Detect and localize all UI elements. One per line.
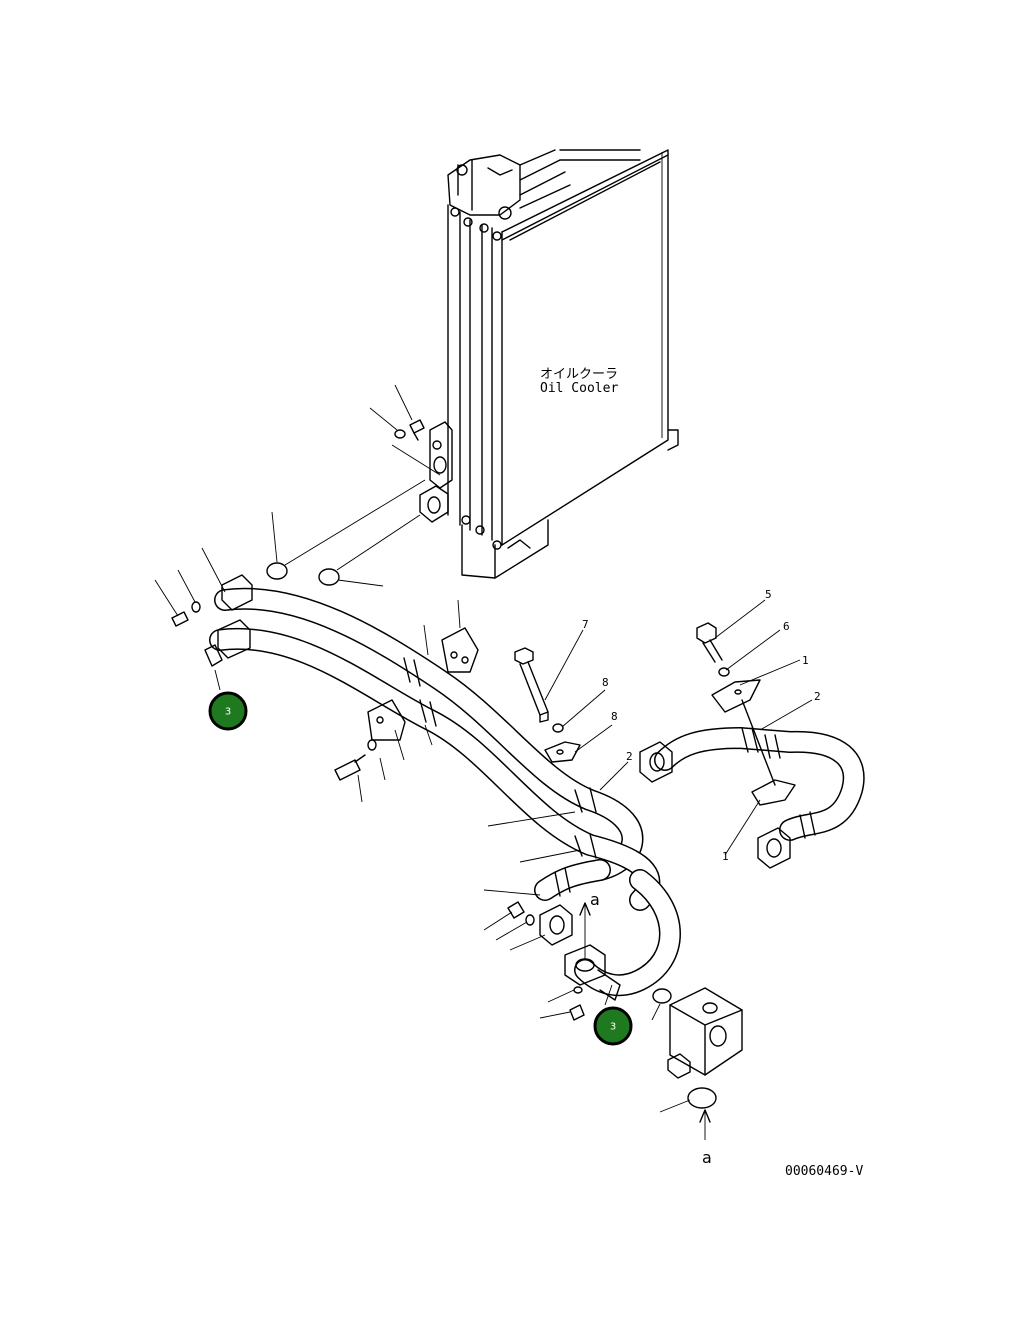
- o-ring-upper-pair: [266, 479, 426, 587]
- part-number-clamp-right-top: 1: [802, 654, 809, 667]
- callout-number: 3: [225, 707, 231, 718]
- drawing-number: 00060469-V: [785, 1164, 863, 1179]
- valve-block: [667, 987, 743, 1079]
- bolt-washer-set-left: [154, 547, 226, 691]
- clamp-bracket-upper: [423, 599, 479, 673]
- callout-marker-left[interactable]: 3: [208, 691, 248, 731]
- bolt-washer-set-right: [696, 599, 813, 856]
- reference-arrow-upper: [579, 902, 591, 960]
- part-number-clamp-center: 8: [611, 710, 618, 723]
- part-number-bolt-right: 5: [765, 588, 772, 601]
- oil-cooler-label-jp: オイルクーラ: [540, 367, 618, 382]
- hose-pair-main: [204, 574, 681, 997]
- part-number-washer-right: 6: [783, 620, 790, 633]
- part-number-washer-center: 8: [602, 676, 609, 689]
- clamp-bracket-lower: [334, 699, 433, 803]
- part-number-hose-right: 2: [814, 690, 821, 703]
- reference-label-lower: a: [702, 1148, 712, 1167]
- oil-cooler-label-en: Oil Cooler: [540, 381, 618, 396]
- hose-pair-right: [639, 727, 865, 869]
- reference-arrow-lower: [699, 1109, 711, 1140]
- leader-lines-center: [483, 811, 581, 896]
- leader-callout-lower: [604, 984, 613, 1006]
- reference-label-upper: a: [590, 890, 600, 909]
- callout-number: 3: [610, 1022, 616, 1033]
- part-number-bolt-center: 7: [582, 618, 589, 631]
- o-ring-bottom: [687, 1087, 717, 1109]
- callout-marker-bottom[interactable]: 3: [593, 1006, 633, 1046]
- o-ring-mid: [652, 988, 672, 1004]
- oil-cooler-assembly: [419, 149, 679, 579]
- center-bolt-assembly: [514, 629, 629, 791]
- part-number-hose-center: 2: [626, 750, 633, 763]
- bolt-washer-set-upper: [369, 384, 441, 476]
- lower-flange-fittings: [483, 901, 621, 1021]
- part-number-clamp-right-bottom: 1: [722, 850, 729, 863]
